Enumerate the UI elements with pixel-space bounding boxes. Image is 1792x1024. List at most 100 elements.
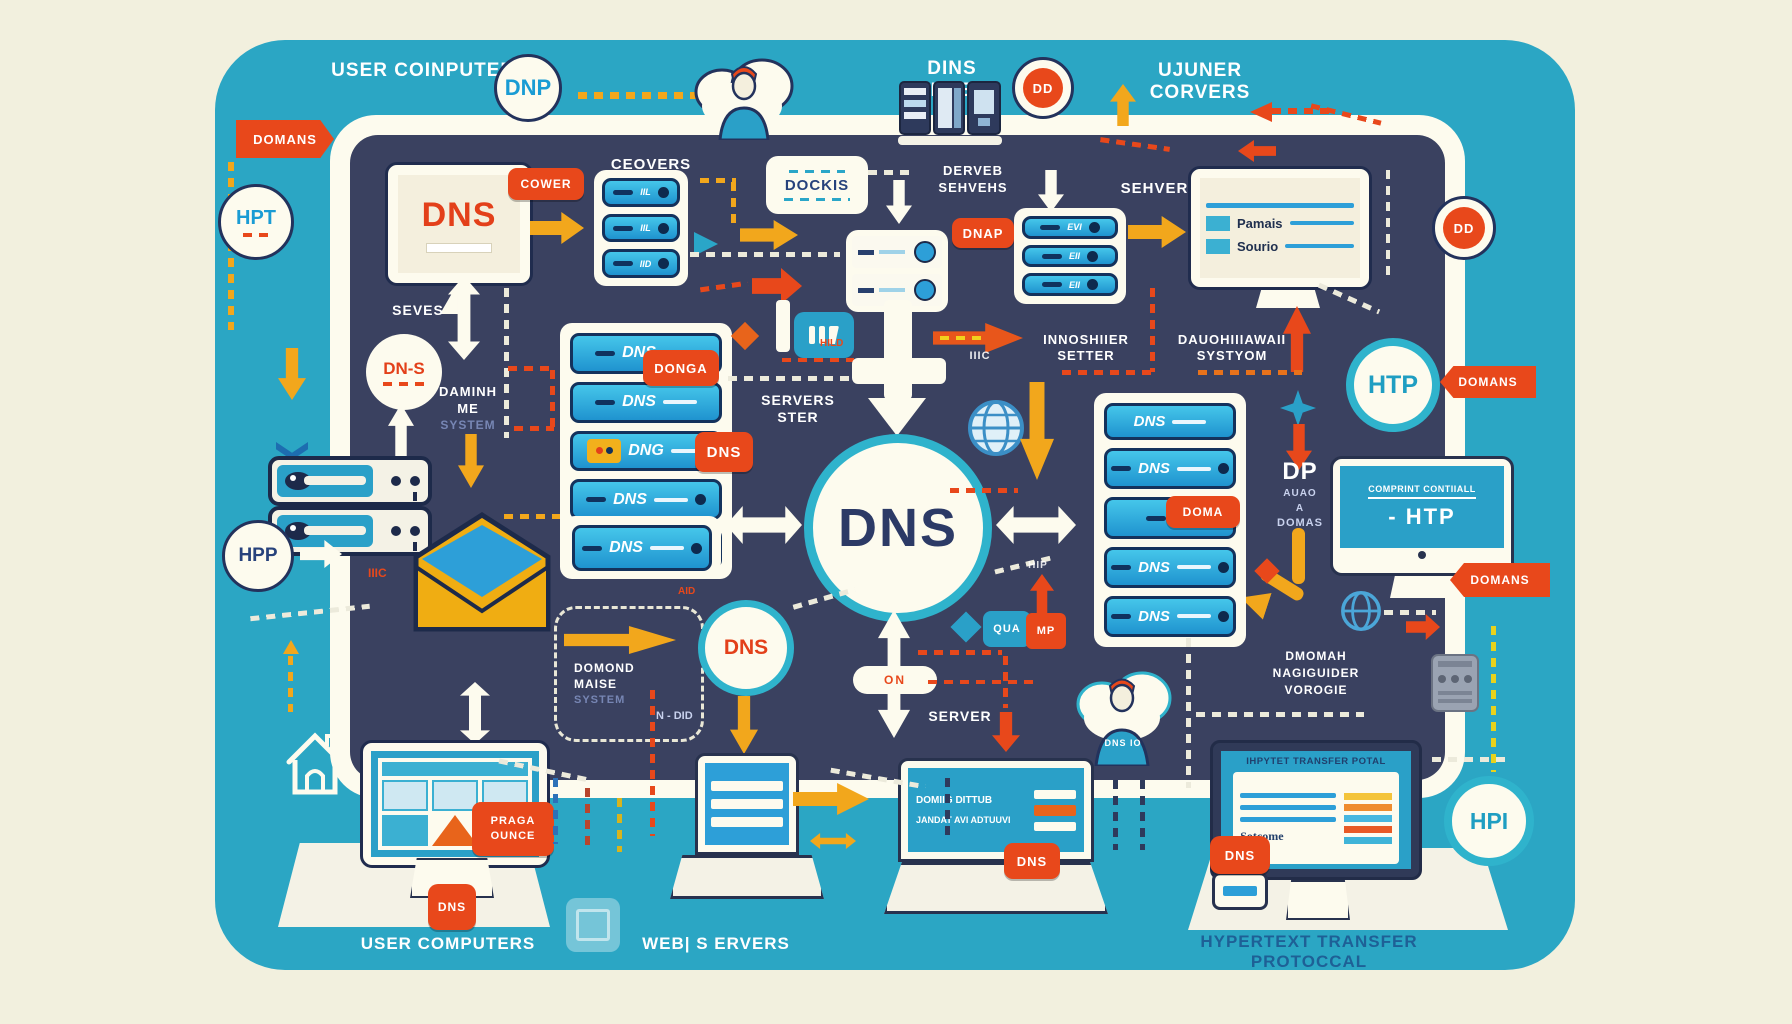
imac-dot xyxy=(1418,551,1426,559)
dashed-elbow-yellow-h xyxy=(700,178,736,183)
voro-line3: VOROGIE xyxy=(1284,683,1348,697)
hpp-badge: HPP xyxy=(222,520,294,592)
pale-glyph xyxy=(576,909,610,941)
knob-blue xyxy=(914,279,936,301)
dns-dash-label: DN-S xyxy=(383,358,425,378)
monitor-icon-4: IHPYTET TRANSFER POTAL Sotcome xyxy=(1210,740,1422,880)
dashed-line-red-top xyxy=(1272,108,1332,114)
servers-ster-line1: SERVERS xyxy=(761,392,835,408)
bar-knob xyxy=(1087,279,1098,291)
dns-badge1-label: DNS xyxy=(437,900,467,914)
envelope-icon xyxy=(406,505,558,637)
hpt-badge: HPT xyxy=(218,184,294,260)
bar-knob xyxy=(657,186,669,198)
dns-dash-badge: DN-S xyxy=(366,334,442,410)
navy-dot xyxy=(605,447,613,455)
server-rack-icon-left xyxy=(268,456,433,558)
teal-block xyxy=(1206,238,1230,254)
label-cervers: CEOVERS xyxy=(610,156,692,173)
bar-knob xyxy=(694,494,706,506)
on-pill: ON xyxy=(853,666,937,694)
memory-chip-icon xyxy=(1430,653,1480,713)
tick xyxy=(858,249,874,255)
laptop3-line1: DOMIIG DITTUB xyxy=(916,795,993,806)
praga-line1: PRAGA xyxy=(490,815,536,827)
server-bar: DNS xyxy=(1104,595,1236,638)
bar-dash xyxy=(1145,515,1166,521)
dashed-white-h6 xyxy=(1432,757,1510,762)
dp-sub1: AUAO xyxy=(1283,488,1317,499)
dashed-red-seg3 xyxy=(514,426,554,431)
monitor-dns-topleft: DNS xyxy=(385,162,533,286)
mp-tag: MP xyxy=(1026,613,1066,649)
dashed-white-h5 xyxy=(1384,610,1436,615)
dns-central-label: DNS xyxy=(837,498,958,558)
dns-central-badge: DNS xyxy=(804,434,992,622)
hpt-dots xyxy=(243,233,269,237)
label-inno-server: INNOSHIIER SETTER xyxy=(1032,332,1140,364)
globe-icon-right xyxy=(1340,590,1382,632)
tick xyxy=(858,287,874,293)
dns-tag-ribbon: DNS xyxy=(695,432,753,472)
bar xyxy=(1034,821,1076,831)
laptop1-screen xyxy=(705,763,789,845)
bubble-bar xyxy=(829,326,839,344)
dashed-red-h7 xyxy=(918,650,1002,655)
dashed-yellow-v-right xyxy=(1491,626,1496,772)
bar-knob xyxy=(1087,250,1098,262)
bar-dash xyxy=(613,225,634,231)
dms-line1: DAMINH xyxy=(439,384,497,399)
bar-label: DNS xyxy=(1138,607,1170,625)
cell xyxy=(382,762,528,776)
label-dano-system: DAUOHIIIAWAII SYSTYOM xyxy=(1172,332,1292,364)
laptop-icon-3: DOMIIG DITTUB JANDAT AVI ADTUUVI xyxy=(898,758,1094,862)
laptop-icon-1 xyxy=(695,753,799,855)
laptop3-bars-col xyxy=(1034,776,1076,844)
bar-knob xyxy=(1088,221,1100,233)
knob-blue xyxy=(914,241,936,263)
servers-ster-line2: STER xyxy=(777,409,819,425)
blue-line xyxy=(1240,804,1336,810)
bar-label: DNS xyxy=(622,393,656,411)
dotted-navy-v3 xyxy=(1140,780,1145,850)
htp-badge: HTP xyxy=(1346,338,1440,432)
server-bar: DNS xyxy=(572,525,712,571)
dashed-yellow-seg1 xyxy=(504,514,566,519)
line xyxy=(879,250,905,254)
red-fat-arrow-dashes xyxy=(940,336,988,340)
dns-badge-phone: DNS xyxy=(1210,836,1270,874)
bar-label: IIL xyxy=(640,187,651,198)
yellow-block xyxy=(587,438,622,463)
bar-dash xyxy=(595,350,616,356)
card-row xyxy=(852,236,942,268)
bar-red xyxy=(1343,825,1392,833)
label-domain-name-system-1: DAMINH ME SYSTEM xyxy=(432,383,504,434)
screen-bar xyxy=(711,817,783,827)
bar-label: DNG xyxy=(628,441,664,459)
dashed-white-v1 xyxy=(1386,170,1390,282)
monitor-dns-bar xyxy=(426,242,492,253)
praga-ribbon: PRAGA OUNCE xyxy=(472,802,554,856)
domains-ribbon-left: DOMANS xyxy=(236,120,334,158)
dd-badge-inner: DD xyxy=(1023,68,1063,108)
dashed-orange-h1 xyxy=(1198,370,1302,375)
speech-bubble-icon xyxy=(794,312,854,358)
derver-line1: DERVEB xyxy=(943,163,1003,178)
dp-sub3: DOMAS xyxy=(1277,517,1323,529)
bar-dash xyxy=(582,545,603,551)
cell xyxy=(382,780,428,811)
imac-chin xyxy=(1340,548,1504,562)
monitor-pamais: Pamais Sourio xyxy=(1188,166,1372,290)
domains-pennant2-label: DOMANS xyxy=(1470,573,1530,587)
cower-ribbon: COWER xyxy=(508,168,584,200)
dnap-ribbon: DNAP xyxy=(952,218,1014,248)
bar-label: EII xyxy=(1068,251,1080,261)
dockis-dots-top xyxy=(789,169,845,173)
dashed-route-box xyxy=(554,606,704,742)
label-domain-name-system-2: DOMOND MAISE SYSTEM xyxy=(566,660,650,708)
bar-knob xyxy=(657,222,669,234)
imac-line1: COMPRINT CONTIIALL xyxy=(1368,484,1476,499)
teal-block xyxy=(1206,215,1230,231)
label-user-servers-top: UJUNER CORVERS xyxy=(1149,60,1251,103)
